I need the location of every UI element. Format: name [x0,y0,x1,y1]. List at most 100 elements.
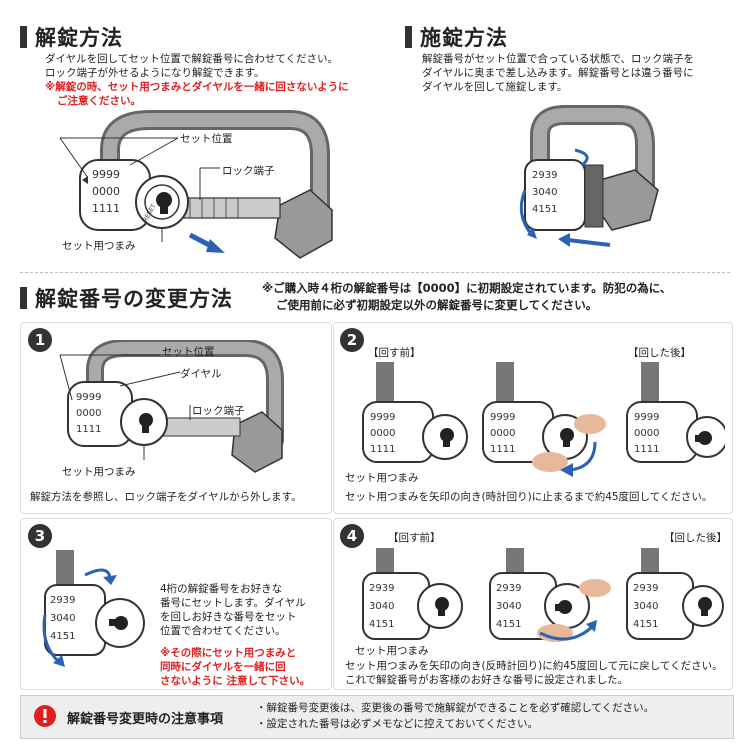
dial-row-1: 9999 [92,168,120,181]
unlock-text: ダイヤルを回してセット位置で解錠番号に合わせてください。 ロック端子が外せるよう… [45,52,338,80]
svg-text:9999: 9999 [490,412,515,423]
dial-row-3: 4151 [532,204,557,215]
step4-before-lock: 2939 3040 4151 [362,548,463,640]
step2-knob-label: セット用つまみ [345,472,419,484]
step-1-illustration: 9999 0000 1111 [59,340,284,473]
svg-text:3040: 3040 [369,601,394,612]
lock-text-line-3: ダイヤルを回して施錠します。 [422,81,568,93]
unlock-label-set-position: セット位置 [180,133,233,145]
step-3-panel [20,518,332,690]
lock-terminal-elbow [274,189,333,259]
step2-before-label: 【回す前】 [368,347,421,359]
step4-caption-line-1: セット用つまみを矢印の向き(反時計回り)に約45度回して元に戻してください。 [345,660,723,672]
warning-icon [34,705,56,727]
title-bar-icon [405,26,412,48]
title-bar-icon [20,26,27,48]
step3-text-line-2: 番号にセットします。ダイヤル [160,597,306,609]
step4-after-lock: 2939 3040 4151 [626,548,724,640]
step2-during-lock: 9999 0000 1111 [482,362,606,477]
lock-text: 解錠番号がセット位置で合っている状態で、ロック端子を ダイヤルに奥まで差し込みま… [422,52,694,94]
svg-text:1111: 1111 [490,444,515,455]
step-4-panel [333,518,733,690]
svg-text:2939: 2939 [50,595,75,606]
step2-after-label: 【回した後】 [628,347,691,359]
change-section-title: 解錠番号の変更方法 [20,283,233,313]
notice-line-1: ・解錠番号変更後は、変更後の番号で施解錠ができることを必ず確認してください。 [256,702,655,714]
step3-warning-line-3: さないように 注意して下さい。 [160,675,311,687]
svg-text:4151: 4151 [633,619,658,630]
finger-icon [574,414,606,434]
dial-row-3: 1111 [92,202,120,215]
lock-illustration: 2939 3040 4151 [519,105,659,247]
step4-before-label: 【回す前】 [388,532,441,544]
lock-text-line-1: 解錠番号がセット位置で合っている状態で、ロック端子を [422,53,695,65]
svg-text:0000: 0000 [490,428,515,439]
step1-label-set-knob: セット用つまみ [62,466,136,478]
svg-text:9999: 9999 [634,412,659,423]
change-title: 解錠番号の変更方法 [35,287,233,311]
set-position-marker [82,176,88,184]
unlock-label-set-knob: セット用つまみ [62,240,136,252]
insert-arrow-icon [567,238,611,247]
finger-icon [579,579,611,597]
rotate-arrow-icon [519,189,534,236]
change-note-line-1: ※ご購入時４桁の解錠番号は【0000】に初期設定されています。防犯の為に、 [262,281,672,295]
step4-caption: セット用つまみを矢印の向き(反時計回り)に約45度回して元に戻してください。 こ… [345,659,723,687]
dial-row-2: 3040 [532,187,557,198]
lock-terminal-pin [179,197,281,219]
svg-text:4151: 4151 [50,631,75,642]
step1-label-dial: ダイヤル [180,368,222,380]
title-bar-icon [20,287,27,309]
step4-knob-label: セット用つまみ [355,645,429,657]
lock-section-title: 施錠方法 [405,22,508,52]
svg-text:1111: 1111 [370,444,395,455]
clockwise-arrow-icon [569,441,597,472]
unlock-warning-line-1: ※解錠の時、セット用つまみとダイヤルを一緒に回さないように [45,81,349,93]
rotate-arrow-icon [574,148,589,167]
step-number-1: 1 [28,328,52,352]
step4-caption-line-2: これで解錠番号がお客様のお好きな番号に設定されました。 [345,674,629,686]
dial-row-2: 0000 [92,185,120,198]
lock-title: 施錠方法 [420,26,508,50]
svg-text:4151: 4151 [496,619,521,630]
step-2-illustration: 9999 0000 1111 9999 0000 1111 9999 0000 … [362,362,725,477]
step3-text-line-3: を回しお好きな番号をセット [160,611,297,623]
step-number-3: 3 [28,524,52,548]
step-1-panel [20,322,332,514]
svg-text:2939: 2939 [496,583,521,594]
svg-text:3040: 3040 [50,613,75,624]
step-2-panel [333,322,733,514]
step-number-4: 4 [340,524,364,548]
step3-warning-line-1: ※その際にセット用つまみと [160,647,297,659]
change-note: ※ご購入時４桁の解錠番号は【0000】に初期設定されています。防犯の為に、 ご使… [262,280,671,314]
notice-line-2: ・設定された番号は必ずメモなどに控えておいてください。 [256,718,539,730]
svg-text:4151: 4151 [369,619,394,630]
unlock-section-title: 解錠方法 [20,22,123,52]
step1-label-lock-terminal: ロック端子 [192,405,245,417]
step2-before-lock: 9999 0000 1111 [362,362,468,463]
svg-text:2939: 2939 [633,583,658,594]
svg-text:3040: 3040 [496,601,521,612]
step3-warning-line-2: 同時にダイヤルを一緒に回 [160,661,286,673]
svg-text:2939: 2939 [369,583,394,594]
step1-caption: 解錠方法を参照し、ロック端子をダイヤルから外します。 [30,491,302,503]
unlock-label-lock-terminal: ロック端子 [222,165,275,177]
step4-during-lock: 2939 3040 4151 [489,548,611,642]
divider [20,272,730,273]
step1-label-set-position: セット位置 [162,346,215,358]
finger-icon [537,624,573,642]
counterclockwise-arrow-icon [539,624,595,641]
svg-text:9999: 9999 [76,392,101,403]
svg-text:1111: 1111 [634,444,659,455]
unlock-text-line-1: ダイヤルを回してセット位置で解錠番号に合わせてください。 [45,53,339,65]
step3-text: 4桁の解錠番号をお好きな 番号にセットします。ダイヤル を回しお好きな番号をセッ… [160,582,306,638]
notice-lines: ・解錠番号変更後は、変更後の番号で施解錠ができることを必ず確認してください。 ・… [256,700,654,732]
svg-text:9999: 9999 [370,412,395,423]
dial-row-1: 2939 [532,170,557,181]
unlock-title: 解錠方法 [35,26,123,50]
svg-text:1111: 1111 [76,424,101,435]
notice-title: 解錠番号変更時の注意事項 [67,712,224,727]
step-4-illustration: 2939 3040 4151 2939 3040 4151 2939 3040 … [362,548,724,642]
unlock-illustration: 9999 0000 1111 RESET [59,110,333,259]
step3-text-line-1: 4桁の解錠番号をお好きな [160,583,283,595]
